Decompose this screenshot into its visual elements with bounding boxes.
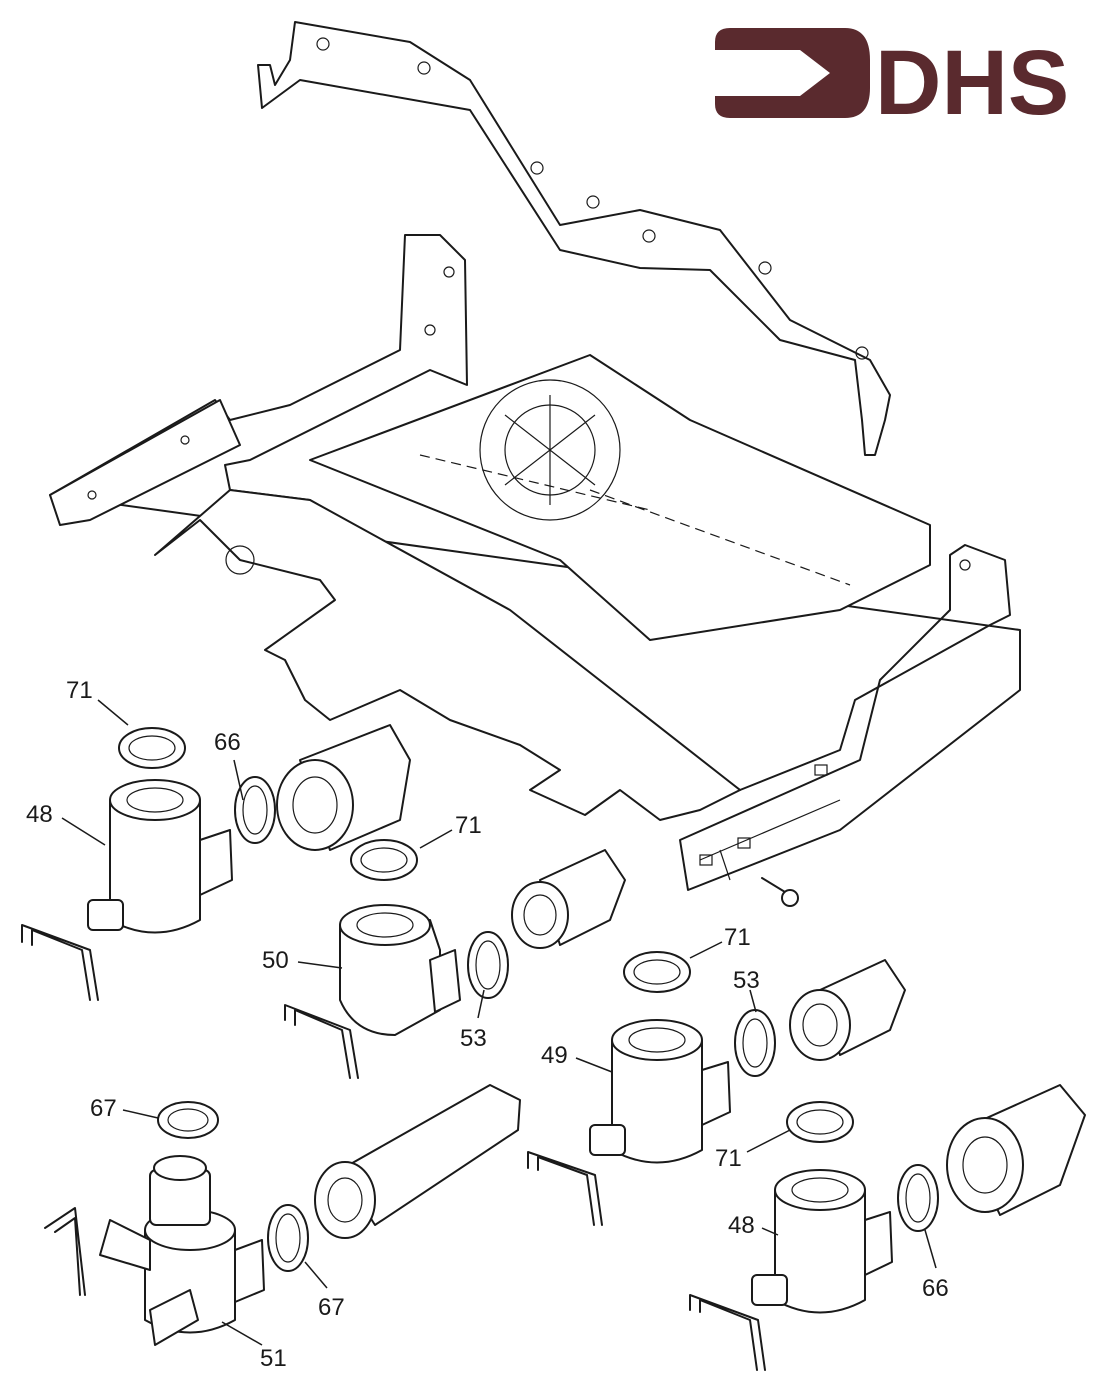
screw [761,877,799,907]
label-66: 66 [214,729,241,756]
u-clips [21,924,766,1371]
valve-50 [339,904,461,1036]
wall-bracket [257,21,891,456]
logo-text: DHS [875,32,1069,134]
valve-48-bottom [751,1169,893,1314]
label-66: 66 [922,1275,949,1302]
dhs-logo: DHS [715,28,1069,134]
label-51: 51 [260,1345,287,1372]
label-67: 67 [90,1095,117,1122]
label-67: 67 [318,1294,345,1321]
label-48: 48 [26,801,53,828]
label-53: 53 [733,967,760,994]
valve-48-top [87,779,233,934]
valve-49 [589,1019,731,1164]
washers [118,727,939,1272]
label-50: 50 [262,947,289,974]
label-71: 71 [455,812,482,839]
part-labels: 71 66 48 71 50 53 71 53 49 67 71 48 66 6… [26,677,949,1372]
label-49: 49 [541,1042,568,1069]
label-53: 53 [460,1025,487,1052]
label-71: 71 [66,677,93,704]
label-71: 71 [715,1145,742,1172]
valve-51 [99,1155,265,1346]
label-48: 48 [728,1212,755,1239]
label-71: 71 [724,924,751,951]
leader-lines [61,699,937,1346]
connectors [276,724,1086,1239]
mounting-frame [49,234,1021,891]
valves [87,779,893,1346]
